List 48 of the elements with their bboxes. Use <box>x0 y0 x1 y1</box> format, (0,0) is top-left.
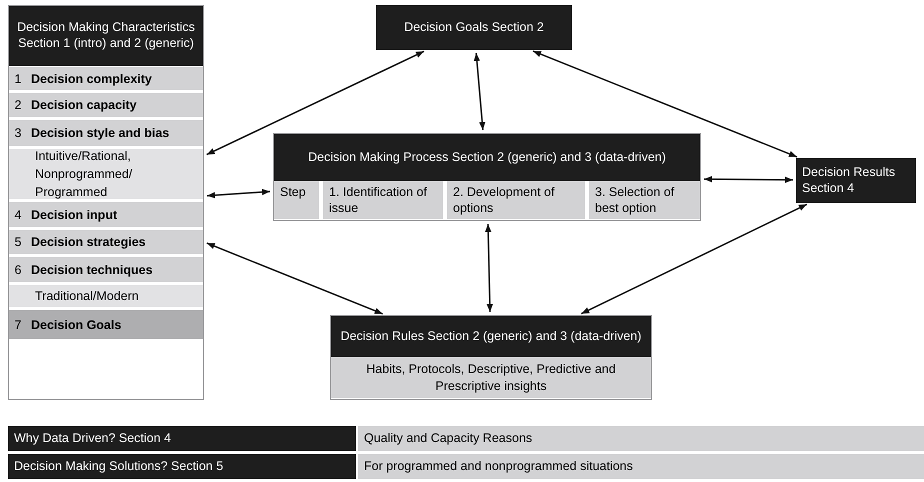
row-number: 5 <box>14 235 22 249</box>
double-arrow <box>206 242 383 315</box>
table-row <box>9 120 203 146</box>
table-row <box>9 67 203 90</box>
table-header-cell: Decision Making Solutions? Section 5 <box>8 454 356 479</box>
table-row <box>9 202 203 227</box>
table-cell: Habits, Protocols, Descriptive, Predictive and Prescriptive insights <box>331 357 651 398</box>
table-cell: Quality and Capacity Reasons <box>358 426 924 451</box>
double-arrow <box>532 50 798 158</box>
double-arrow <box>580 204 808 314</box>
double-arrow <box>474 52 486 130</box>
row-number: 6 <box>14 262 22 276</box>
detail-row: Intuitive/Rational, Nonprogrammed/ Programmed <box>9 149 203 199</box>
row-label: Decision Goals <box>30 318 122 332</box>
table-cell: For programmed and nonprogrammed situations <box>358 454 924 479</box>
table-row <box>9 93 203 117</box>
table-cell: 3. Selection of best option <box>589 181 700 219</box>
section-panel <box>330 315 652 400</box>
row-label: Decision style and bias <box>30 126 170 140</box>
row-label: Decision complexity <box>30 72 152 86</box>
table-cell: 2. Development of options <box>447 181 585 219</box>
row-label: Decision input <box>30 208 118 222</box>
double-arrow <box>206 50 424 156</box>
table-row <box>9 257 203 282</box>
row-label: Decision capacity <box>30 98 137 112</box>
table-row <box>9 230 203 254</box>
table-header-cell: Why Data Driven? Section 4 <box>8 426 356 451</box>
row-label: Decision strategies <box>30 235 146 249</box>
table-cell: Step <box>274 181 319 219</box>
detail-row: Traditional/Modern <box>9 285 203 307</box>
section-panel <box>8 5 204 400</box>
section-panel <box>273 133 701 221</box>
section-box: Decision Results Section 4 <box>796 158 916 203</box>
row-label: Decision techniques <box>30 262 153 276</box>
row-number: 4 <box>14 208 22 222</box>
table-cell: 1. Identification of issue <box>323 181 443 219</box>
section-heading: Decision Making Characteristics Section 1 (intro) and 2 (generic) <box>9 6 203 66</box>
row-number: 3 <box>14 126 22 140</box>
double-arrow <box>704 176 793 184</box>
row-number: 1 <box>14 72 22 86</box>
row-number: 2 <box>14 98 22 112</box>
double-arrow <box>484 224 494 312</box>
table-row <box>9 310 203 339</box>
section-heading: Decision Making Process Section 2 (generic) and 3 (data-driven) <box>274 134 700 181</box>
section-box: Decision Goals Section 2 <box>376 5 572 50</box>
row-number: 7 <box>14 318 22 332</box>
section-heading: Decision Rules Section 2 (generic) and 3 (data-driven) <box>331 316 651 358</box>
double-arrow <box>206 188 270 198</box>
